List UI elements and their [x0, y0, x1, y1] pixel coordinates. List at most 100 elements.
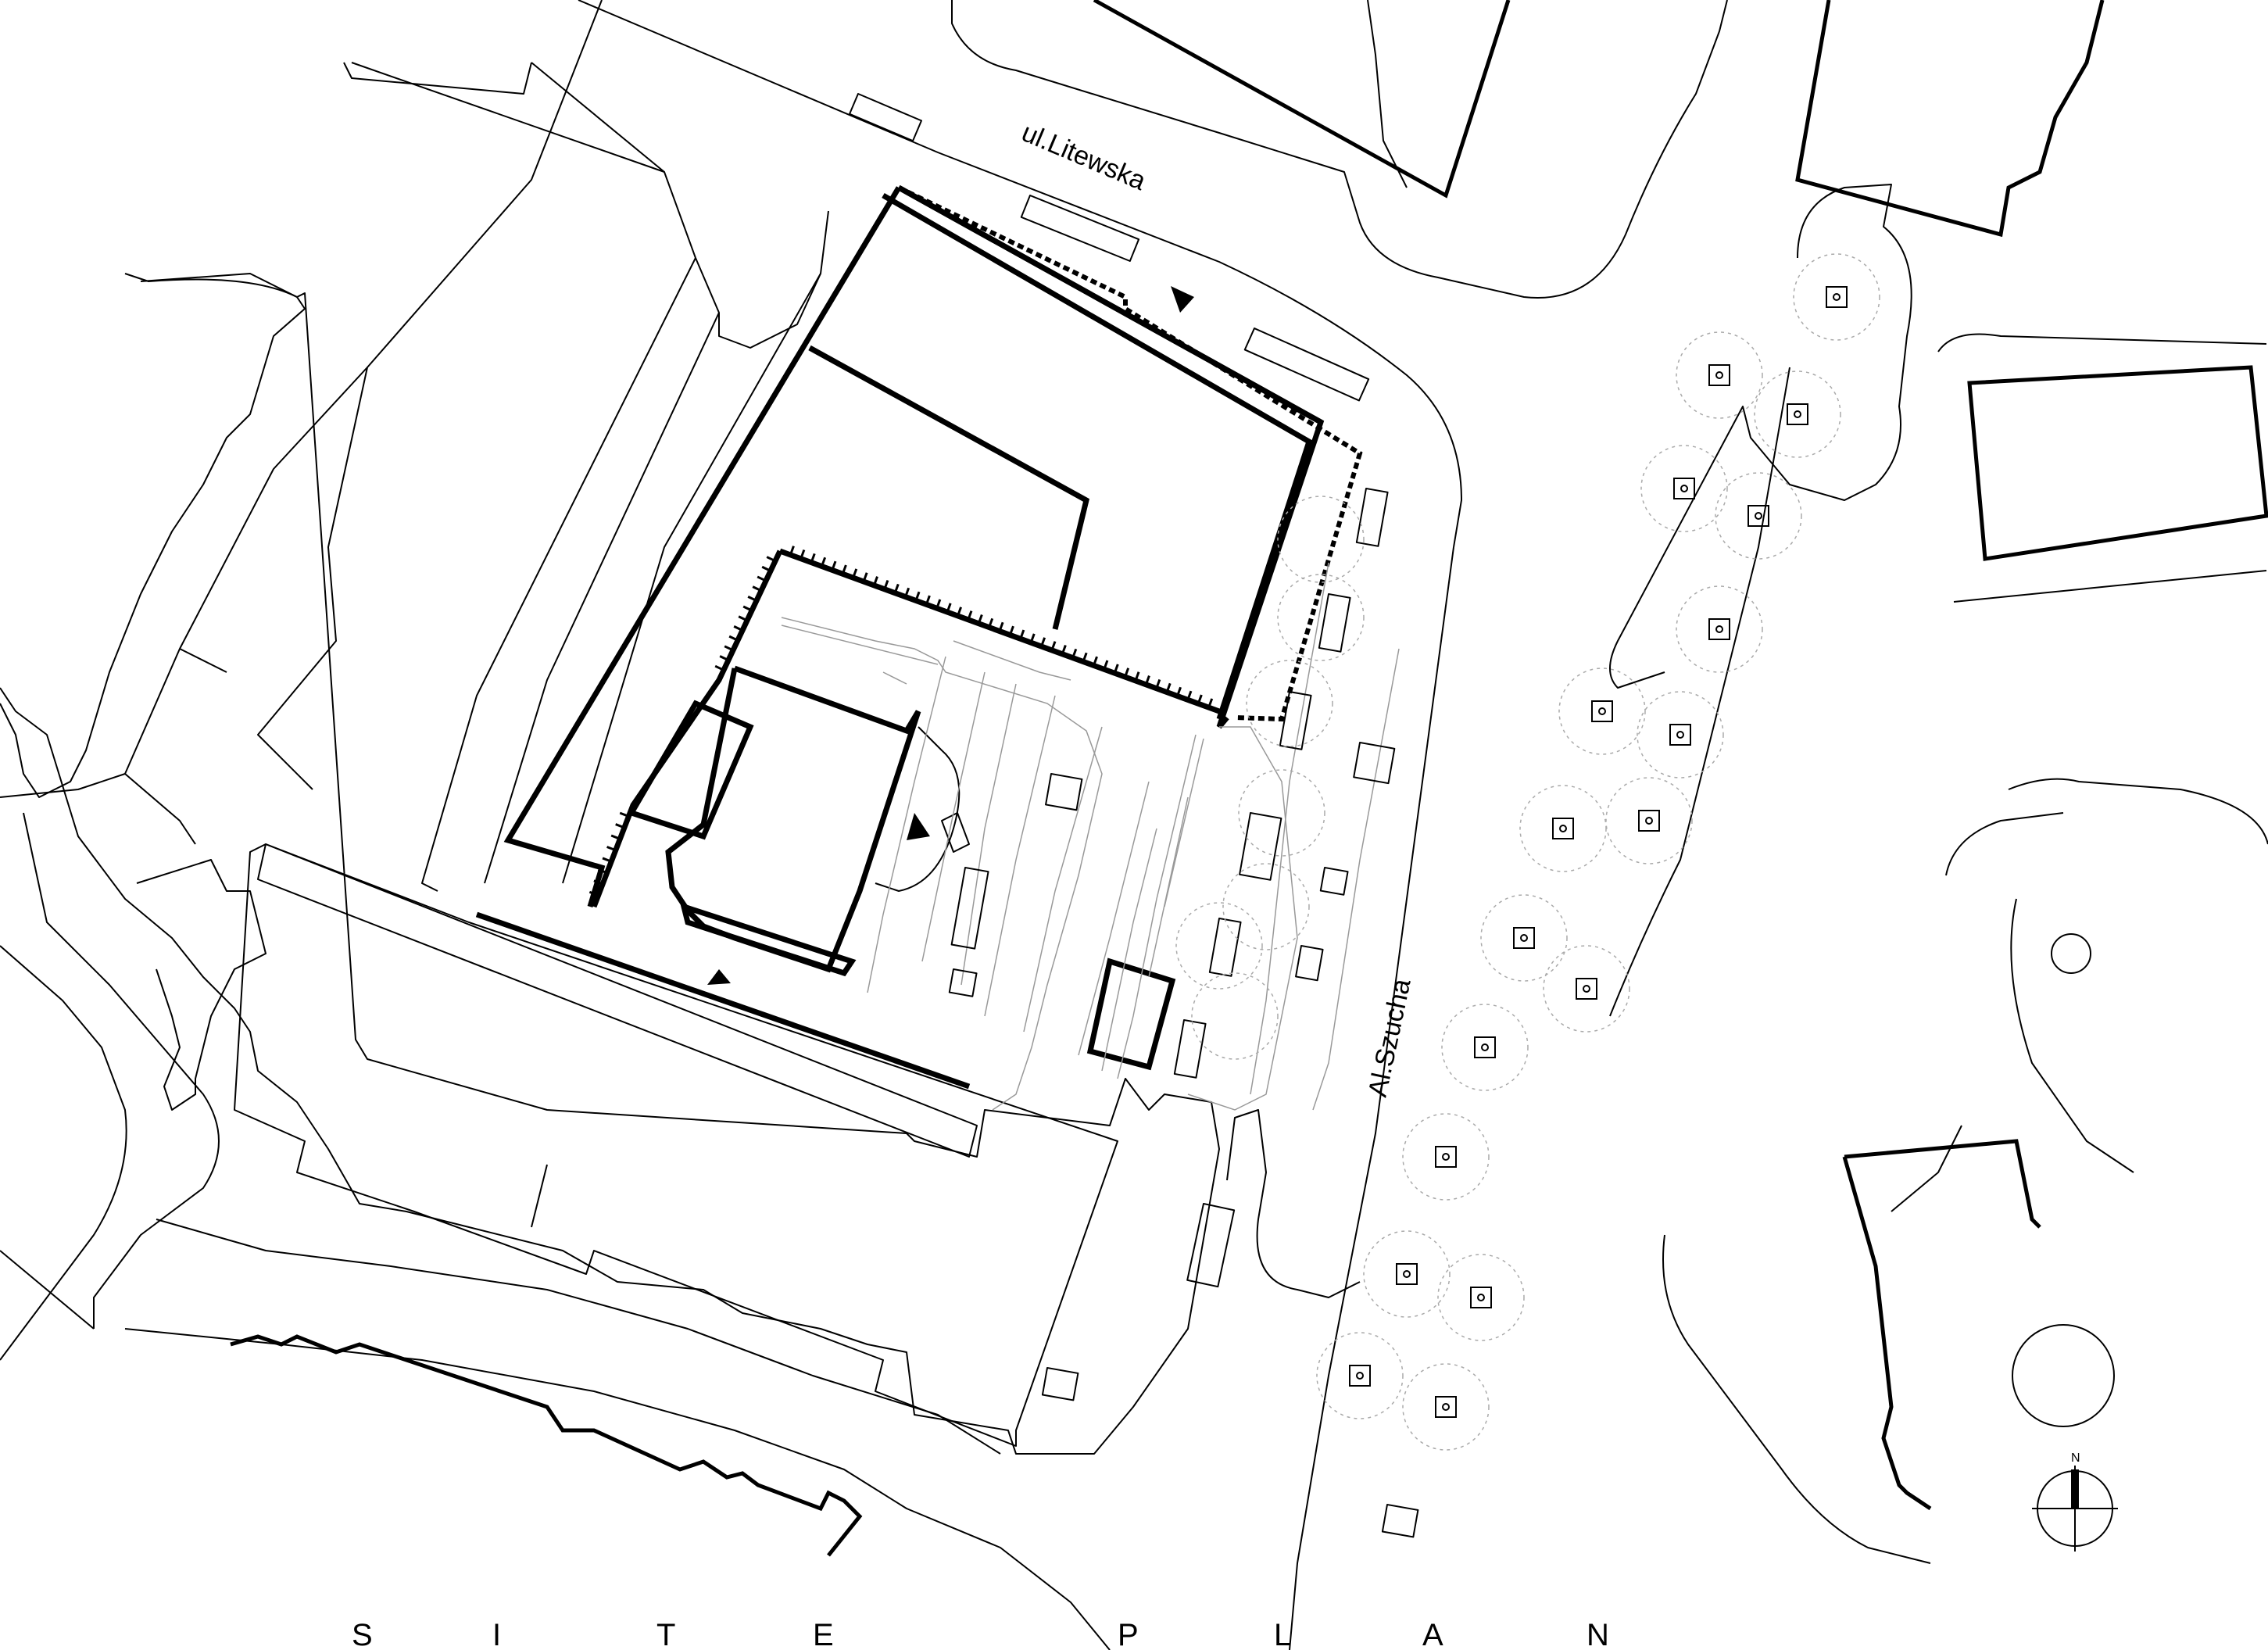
hatch-tick — [1144, 675, 1150, 685]
hatch-tick — [1040, 637, 1046, 647]
hatch-tick — [946, 603, 952, 613]
tree-pit — [1552, 818, 1574, 839]
hatch-tick — [873, 576, 878, 586]
hatch-tick — [977, 614, 983, 625]
tree-pit — [1708, 364, 1730, 386]
hatch-tick — [914, 591, 921, 601]
tree-crown — [1676, 331, 1763, 419]
hatch-tick — [597, 868, 608, 875]
tree-trunk — [1403, 1270, 1411, 1278]
hatch-tick — [752, 585, 762, 592]
tree-pit — [1748, 505, 1769, 527]
tree-crown — [1480, 894, 1568, 982]
tree-crown — [1558, 668, 1646, 755]
hatch-tick — [1207, 698, 1214, 708]
wall-hatching — [588, 546, 1214, 897]
north-label: N — [2071, 1451, 2080, 1465]
tree-crown — [1277, 496, 1365, 583]
tree-pit — [1669, 724, 1691, 746]
hatch-tick — [893, 583, 900, 594]
hatch-tick — [588, 890, 599, 897]
hatch-tick — [728, 635, 739, 642]
street-label-litewska: ul.Litewska — [1018, 117, 1150, 196]
hatch-tick — [1071, 648, 1078, 659]
tree-crown — [1519, 785, 1607, 872]
hatch-tick — [957, 607, 962, 617]
hatch-tick — [602, 857, 612, 863]
hatch-tick — [1155, 678, 1161, 689]
entrance-arrow-hall — [907, 813, 930, 840]
tree-pit — [1470, 1287, 1492, 1308]
tree-crown — [1437, 1254, 1525, 1341]
tree-crown — [1277, 574, 1365, 661]
hatch-tick — [789, 546, 795, 556]
hatch-tick — [935, 599, 942, 609]
tree-crown — [1543, 945, 1630, 1033]
tree-trunk — [1680, 485, 1688, 492]
hatch-tick — [714, 664, 724, 671]
hatch-tick — [800, 549, 806, 560]
caption-letter: L — [1274, 1618, 1291, 1650]
tree-crown — [1222, 863, 1310, 950]
trees — [1175, 253, 1880, 1451]
hatch-tick — [1061, 644, 1067, 655]
caption-letter: I — [492, 1618, 501, 1650]
hatch-tick — [619, 811, 629, 818]
caption-letter: A — [1422, 1618, 1443, 1650]
tree-trunk — [1559, 825, 1567, 832]
tree-crown — [1640, 445, 1728, 532]
hatch-tick — [610, 834, 621, 840]
hatch-tick — [883, 580, 889, 590]
tree-pit — [1787, 403, 1808, 425]
hatch-tick — [925, 595, 931, 605]
tree-crown — [1402, 1363, 1490, 1451]
tree-crown — [1441, 1004, 1529, 1091]
hatch-tick — [831, 560, 837, 571]
caption-letter: E — [813, 1618, 834, 1650]
tree-crown — [1754, 370, 1841, 458]
hatch-tick — [724, 645, 734, 652]
tree-crown — [1793, 253, 1880, 341]
tree-trunk — [1676, 731, 1684, 739]
tree-crown — [1316, 1332, 1404, 1419]
hatch-tick — [1082, 652, 1088, 663]
hatch-tick — [1113, 664, 1119, 674]
hatch-tick — [1103, 660, 1109, 670]
tree-pit — [1435, 1396, 1457, 1418]
tree-pit — [1435, 1146, 1457, 1168]
tree-trunk — [1481, 1043, 1489, 1051]
tree-trunk — [1442, 1403, 1450, 1411]
tree-crown — [1191, 972, 1279, 1060]
tree-pit — [1591, 700, 1613, 722]
entrance-arrows — [707, 286, 1194, 985]
hatch-tick — [1134, 671, 1140, 682]
hatch-tick — [1197, 694, 1203, 704]
hatch-tick — [719, 655, 729, 661]
tree-crown — [1605, 777, 1693, 864]
caption-letter: T — [656, 1618, 675, 1650]
tree-trunk — [1477, 1294, 1485, 1301]
hatch-tick — [761, 565, 771, 572]
tree-crown — [1676, 585, 1763, 673]
hatch-tick — [998, 621, 1004, 632]
hatch-tick — [1019, 629, 1025, 639]
hatch-tick — [1008, 625, 1014, 635]
hatch-tick — [1029, 633, 1036, 643]
hatch-tick — [1176, 686, 1182, 696]
caption-letter: N — [1587, 1618, 1609, 1650]
hatch-tick — [841, 564, 847, 574]
tree-trunk — [1520, 934, 1528, 942]
tree-crown — [1402, 1113, 1490, 1201]
tree-trunk — [1645, 817, 1653, 825]
caption-letter: S — [352, 1618, 373, 1650]
tree-trunk — [1442, 1153, 1450, 1161]
hatch-tick — [821, 557, 827, 567]
tree-trunk — [1833, 293, 1841, 301]
hatch-tick — [733, 625, 743, 632]
tree-trunk — [1755, 512, 1762, 520]
tree-crown — [1715, 472, 1802, 560]
caption-letter: P — [1118, 1618, 1139, 1650]
tree-crown — [1637, 691, 1724, 778]
tree-pit — [1513, 927, 1535, 949]
